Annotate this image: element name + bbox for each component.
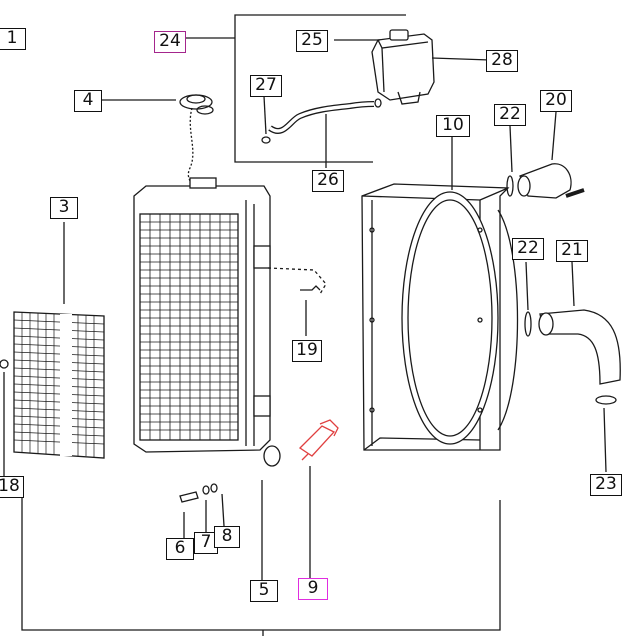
mount-nut bbox=[0, 359, 9, 476]
callout-part-24[interactable]: 24 bbox=[154, 31, 186, 53]
callout-part-9[interactable]: 9 bbox=[298, 578, 328, 600]
lower-hose bbox=[524, 261, 621, 473]
hardware-set bbox=[179, 483, 225, 538]
callout-part-22-lower[interactable]: 22 bbox=[512, 238, 544, 260]
callout-part-21[interactable]: 21 bbox=[556, 240, 588, 262]
callout-part-18[interactable]: 18 bbox=[0, 476, 24, 498]
callout-part-1[interactable]: 1 bbox=[0, 28, 26, 50]
radiator-core bbox=[133, 177, 281, 580]
expansion-tank bbox=[334, 29, 491, 105]
callout-part-27[interactable]: 27 bbox=[250, 75, 282, 97]
bracket-24 bbox=[186, 14, 406, 163]
bracket-bottom bbox=[21, 498, 501, 636]
callout-part-19[interactable]: 19 bbox=[292, 340, 322, 362]
callout-part-22-upper[interactable]: 22 bbox=[494, 104, 526, 126]
radiator-screen bbox=[13, 222, 105, 459]
callout-part-4[interactable]: 4 bbox=[74, 90, 102, 112]
callout-part-8[interactable]: 8 bbox=[214, 526, 240, 548]
drain-bolt bbox=[267, 267, 327, 336]
callout-part-26[interactable]: 26 bbox=[312, 170, 344, 192]
upper-hose bbox=[506, 111, 585, 199]
temperature-sensor bbox=[298, 419, 339, 461]
callout-part-25[interactable]: 25 bbox=[296, 30, 328, 52]
callout-part-10[interactable]: 10 bbox=[436, 115, 470, 137]
fan-shroud bbox=[361, 136, 519, 451]
overflow-hose bbox=[261, 95, 382, 168]
callout-part-3[interactable]: 3 bbox=[50, 197, 78, 219]
radiator-cap bbox=[102, 94, 214, 187]
callout-part-6[interactable]: 6 bbox=[166, 538, 194, 560]
callout-part-28[interactable]: 28 bbox=[486, 50, 518, 72]
callout-part-20[interactable]: 20 bbox=[540, 90, 572, 112]
callout-part-5[interactable]: 5 bbox=[250, 580, 278, 602]
callout-part-23[interactable]: 23 bbox=[590, 474, 622, 496]
